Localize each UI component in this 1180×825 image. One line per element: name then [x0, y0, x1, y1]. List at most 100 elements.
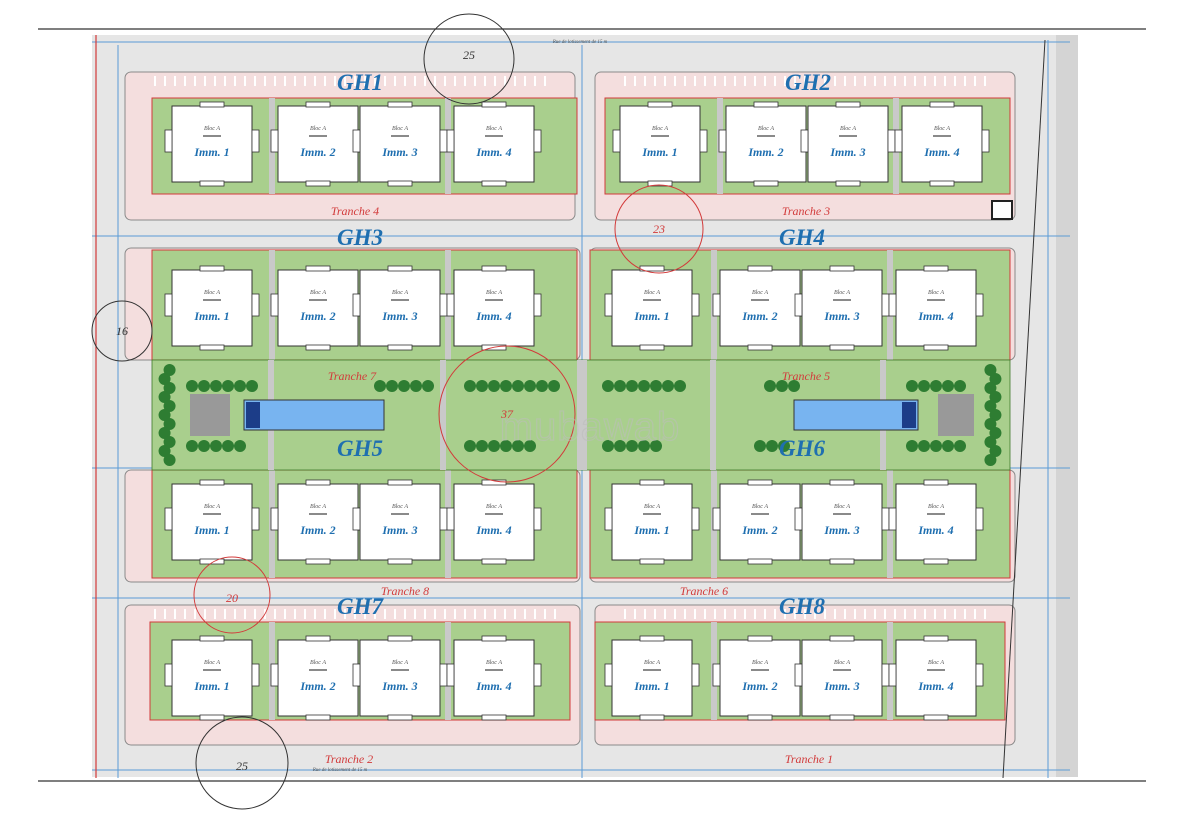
building-label: Imm. 2	[741, 679, 777, 693]
tree	[158, 391, 171, 403]
stair-left	[270, 663, 279, 687]
tree-rows	[158, 364, 1002, 466]
tree	[234, 380, 246, 392]
entry-bottom	[305, 344, 331, 351]
stair-right	[975, 293, 984, 317]
building-label: Imm. 4	[917, 309, 953, 323]
tree	[198, 380, 210, 392]
tree	[512, 380, 524, 392]
tree	[374, 380, 386, 392]
stair-left	[352, 663, 361, 687]
circle-left	[91, 300, 153, 362]
tree	[650, 440, 662, 452]
bloc-label: Bloc A	[652, 126, 668, 132]
bloc-label: Bloc A	[204, 290, 220, 296]
entry-top	[923, 479, 949, 486]
tree	[674, 380, 686, 392]
tree	[626, 440, 638, 452]
entry-bottom	[647, 180, 673, 187]
bloc-label: Bloc A	[310, 290, 326, 296]
entry-top	[639, 635, 665, 642]
entry-top	[199, 635, 225, 642]
entry-bottom	[639, 344, 665, 351]
stair-right	[975, 507, 984, 531]
tree	[163, 364, 176, 376]
building-blocks: Bloc A Imm. 1 Bloc A Imm. 2 Bloc A Imm. 3 Bloc…	[164, 101, 990, 721]
entry-bottom	[199, 714, 225, 721]
entry-top	[387, 479, 413, 486]
bloc-label: Bloc A	[834, 504, 850, 510]
tree	[989, 409, 1002, 421]
stair-right	[881, 293, 890, 317]
stair-right	[251, 293, 260, 317]
diameter-lower: 20	[226, 591, 238, 605]
building-label: Imm. 1	[193, 309, 229, 323]
entry-top	[923, 265, 949, 272]
group-label-gh4: GH4	[779, 225, 825, 250]
tree	[422, 380, 434, 392]
stair-left	[712, 293, 721, 317]
stair-left	[604, 663, 613, 687]
stair-right	[251, 663, 260, 687]
tree	[602, 380, 614, 392]
building-label: Imm. 2	[741, 523, 777, 537]
swimming-pool-right	[793, 399, 919, 431]
building-gh4-3	[801, 269, 883, 347]
stair-left	[352, 293, 361, 317]
entry-bottom	[387, 558, 413, 565]
bloc-label: Bloc A	[644, 290, 660, 296]
stair-right	[691, 293, 700, 317]
tree	[942, 440, 954, 452]
tree	[163, 400, 176, 412]
entry-top	[481, 265, 507, 272]
tree	[464, 440, 476, 452]
entry-bottom	[835, 180, 861, 187]
tree	[650, 380, 662, 392]
group-label-gh1: GH1	[337, 70, 383, 95]
building-gh2-3	[807, 105, 889, 183]
stair-left	[718, 129, 727, 153]
building-label: Imm. 3	[829, 145, 865, 159]
building-gh3-3	[359, 269, 441, 347]
tree	[500, 380, 512, 392]
tree	[989, 391, 1002, 403]
tree	[210, 440, 222, 452]
building-label: Imm. 2	[747, 145, 783, 159]
stair-left	[794, 663, 803, 687]
stair-left	[712, 507, 721, 531]
entry-top	[387, 265, 413, 272]
diameter-top: 25	[463, 48, 475, 62]
building-label: Imm. 4	[475, 145, 511, 159]
stair-left	[164, 663, 173, 687]
entry-bottom	[481, 558, 507, 565]
road-label-top: Rue de lotissement de 15 m	[552, 40, 608, 45]
tree	[186, 380, 198, 392]
tree	[536, 380, 548, 392]
entry-bottom	[829, 344, 855, 351]
bloc-label: Bloc A	[752, 290, 768, 296]
stair-right	[887, 129, 896, 153]
building-label: Imm. 1	[193, 679, 229, 693]
central-park	[151, 359, 1011, 471]
tree	[989, 373, 1002, 385]
building-label: Imm. 1	[633, 679, 669, 693]
stair-left	[888, 293, 897, 317]
bloc-label: Bloc A	[934, 126, 950, 132]
stair-left	[446, 663, 455, 687]
tree	[210, 380, 222, 392]
building-gh7-4	[453, 639, 535, 717]
tree	[158, 445, 171, 457]
tree	[163, 418, 176, 430]
tree	[766, 440, 778, 452]
entry-top	[199, 101, 225, 108]
tree	[548, 380, 560, 392]
group-label-gh5: GH5	[337, 436, 383, 461]
building-label: Imm. 4	[923, 145, 959, 159]
stair-left	[712, 663, 721, 687]
tree	[984, 364, 997, 376]
stair-right	[439, 663, 448, 687]
bloc-label: Bloc A	[928, 504, 944, 510]
stair-left	[164, 293, 173, 317]
